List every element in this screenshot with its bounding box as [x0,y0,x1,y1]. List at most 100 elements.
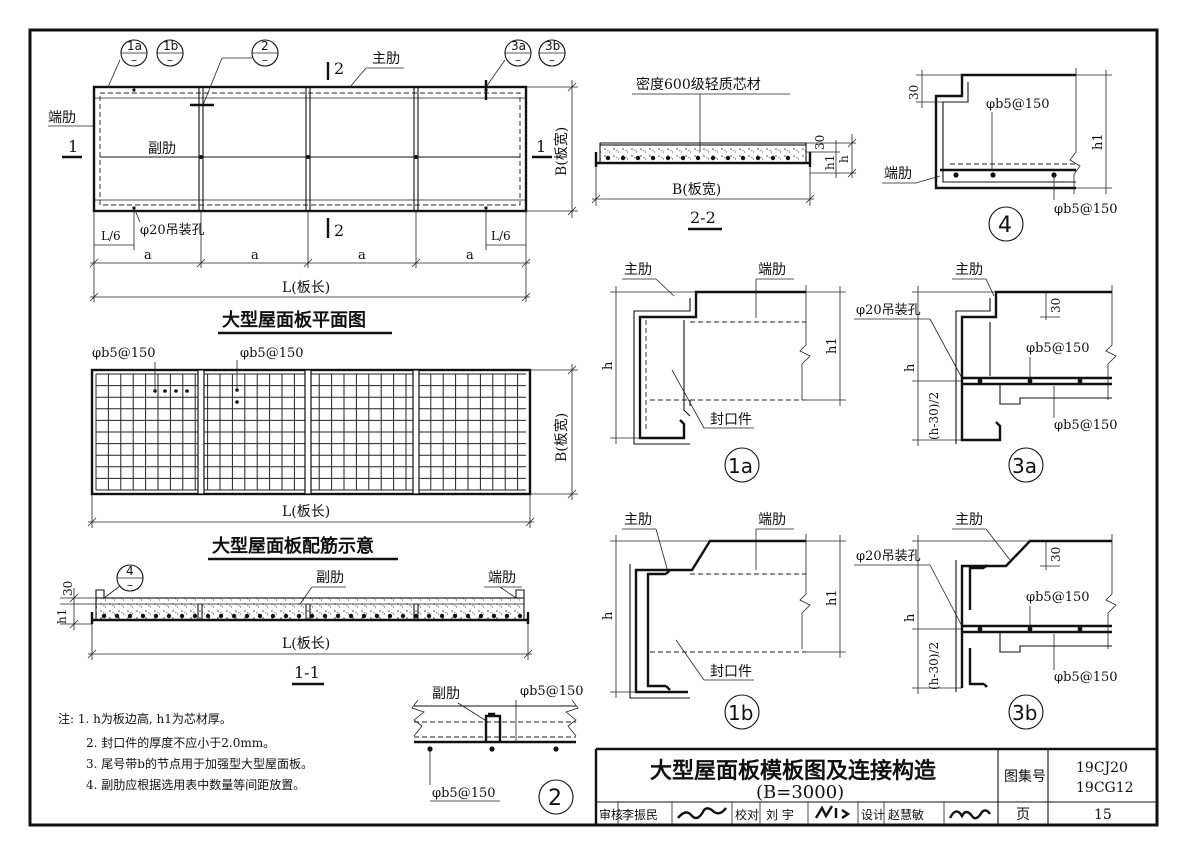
rebar-dot [257,613,263,619]
rebar-label-right: φb5@150 [240,346,304,361]
rebar-dot [270,613,276,619]
sec22-dim-h: h [837,155,851,163]
d1a-main-rib-label: 主肋 [624,262,652,278]
rebar-dot [400,613,406,619]
d3a-dim-30: 30 [1049,298,1063,313]
rebar-dot [504,613,510,619]
atlas-label: 图集号 [1004,768,1046,785]
rebar-title: 大型屋面板配筋示意 [212,535,374,557]
detail3a-mark: 3a [1012,454,1037,478]
ref-3a-dash: – [515,53,521,67]
d1b-seal-label: 封口件 [710,664,752,680]
review-label: 审核 [599,807,623,822]
d3a-main-rib-label: 主肋 [955,262,983,278]
d1a-dim-h1: h1 [825,337,840,354]
sec11-length-dim: L(板长) [282,636,330,652]
rebar-dot [517,613,523,619]
sec22-dim-h1: h1 [823,155,837,170]
detail1b-mark: 1b [728,701,753,725]
reviewer-name: 李振民 [622,807,658,822]
d4-dim-30: 30 [907,85,921,100]
title-sub: (B=3000) [756,782,844,803]
rebar-dot [335,613,341,619]
title-main: 大型屋面板模板图及连接构造 [650,758,936,784]
dim-a-1: a [144,248,152,263]
detail2-mark-circle [538,779,574,815]
rebar-width-dim: B(板宽) [553,413,570,462]
rebar-dot [710,155,716,161]
ref-1a-label: 1a [127,39,142,53]
page-label: 页 [1016,807,1030,823]
detail-1b: h h1 主肋 端肋 封口件 1b [601,512,846,730]
designer-signature [948,809,991,820]
rebar-dot [322,613,328,619]
sheet-border [28,28,1159,827]
d1b-dim-h: h [601,611,616,620]
core-material-label: 密度600级轻质芯材 [636,76,761,93]
d3b-dim-h: h [903,613,918,622]
detail2-rebar-bottom: φb5@150 [432,786,496,801]
d3b-rebar-top: φb5@150 [1026,590,1090,605]
ref-3b-dash: – [549,53,555,67]
rebar-dot [478,613,484,619]
note-4: 4. 副肋应根据选用表中数量等间距放置。 [86,777,305,792]
section-mark-1-left: 1 [68,137,78,156]
section-1-1: 4 – 副肋 端肋 30 h1 L(板长) 1-1 [55,564,533,686]
rebar-dot [635,155,641,161]
plan-hoist-hole-label: φ20吊装孔 [140,223,205,238]
sec11-title: 1-1 [294,663,320,682]
rebar-dot [725,155,731,161]
rebar-dot [114,613,120,619]
rebar-dot [127,613,133,619]
rebar-dot [491,613,497,619]
ref-3b-label: 3b [545,39,560,53]
rebar-dot [387,613,393,619]
d3a-rebar-bottom: φb5@150 [1054,418,1118,433]
section-mark-2-bottom: 2 [334,221,344,240]
checker-signature [814,805,851,819]
rebar-dot [166,613,172,619]
detail1a-mark: 1a [728,454,753,478]
d1a-seal-label: 封口件 [710,412,752,428]
rebar-length-dim: L(板长) [282,504,330,520]
d4-rebar-bottom: φb5@150 [1054,202,1118,217]
dim-a-2: a [251,248,259,263]
sec11-dim-30: 30 [61,581,75,596]
section-mark-2-top: 2 [334,59,344,78]
rebar-dot [348,613,354,619]
rebar-dot [770,155,776,161]
note-3: 3. 尾号带b的节点用于加强型大型屋面板。 [86,756,313,771]
plan-view: 1 1 2 2 端肋 主肋 副肋 φ20吊装孔 1a – 1b – 2 – 3a… [48,39,578,335]
atlas-no-1: 19CJ20 [1076,760,1128,776]
d1a-dim-h: h [601,361,616,370]
section-mark-1-right: 1 [536,137,546,156]
rebar-dot [205,613,211,619]
section-2-2: 密度600级轻质芯材 30 h h1 B(板宽) 2-2 [591,76,857,231]
rebar-dot [740,155,746,161]
detail-3b: 30 h (h-30)/2 主肋 φ20吊装孔 φb5@150 φb5@150 … [854,512,1118,730]
d3b-main-rib-label: 主肋 [955,512,983,528]
detail2-mark: 2 [548,786,562,811]
dim-a-4: a [466,248,474,263]
detail2-rebar-top: φb5@150 [520,684,584,699]
detail1a-mark-circle [724,447,760,483]
rebar-dot [695,155,701,161]
reviewer-signature [677,807,727,820]
rebar-dot [439,613,445,619]
detail-3a: 30 h (h-30)/2 主肋 φ20吊装孔 φb5@150 φb5@150 … [854,262,1118,483]
rebar-dot [296,613,302,619]
plan-length-dim: L(板长) [282,280,330,296]
detail3a-mark-circle [1008,447,1044,483]
note-1: 注: 1. h为板边高, h1为芯材厚。 [58,711,232,726]
rebar-dot [413,613,419,619]
rebar-dot [153,613,159,619]
d4-end-rib-label: 端肋 [884,166,912,182]
rebar-dot [218,613,224,619]
sec22-width-dim: B(板宽) [672,181,721,198]
d1b-end-rib-label: 端肋 [758,512,786,528]
sec11-end-rib-label: 端肋 [488,570,516,586]
d3a-dim-h: h [903,363,918,372]
rebar-dot [374,613,380,619]
d4-rebar-top: φb5@150 [986,97,1050,112]
